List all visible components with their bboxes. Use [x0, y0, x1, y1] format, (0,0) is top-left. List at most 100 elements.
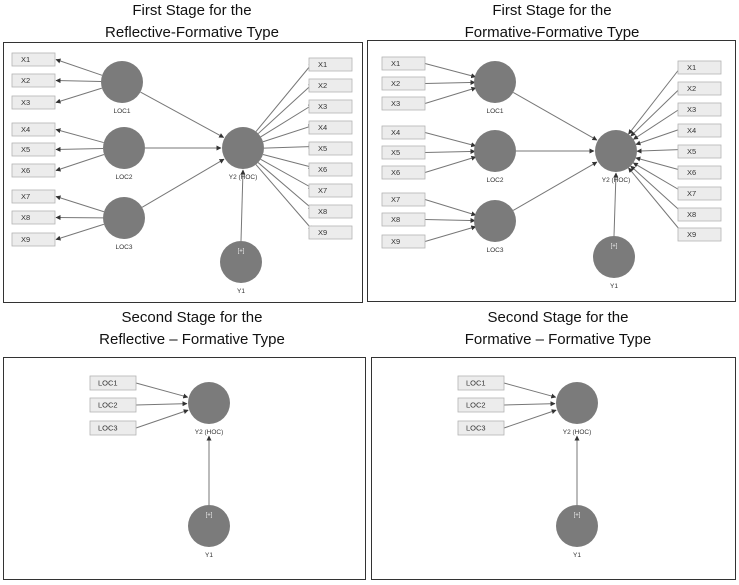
indicator-loc-x8: X8 [381, 212, 426, 227]
indicator-label: X7 [687, 189, 696, 198]
indicator-label: X8 [21, 213, 30, 222]
indicator-label: X7 [21, 192, 30, 201]
indicator-label: X1 [318, 60, 327, 69]
indicator-label: X6 [391, 168, 400, 177]
indicator-label: X6 [318, 165, 327, 174]
indicator-loc-x4: X4 [11, 122, 56, 137]
indicator-hoc-x4: X4 [677, 123, 722, 138]
indicator-box [89, 420, 137, 436]
title-line-1: First Stage for the [132, 2, 252, 19]
indicator-loc3: LOC3 [457, 420, 505, 436]
indicator-label: X4 [391, 128, 400, 137]
indicator-label: X3 [687, 105, 696, 114]
weight-x9 [424, 225, 477, 242]
indicator-loc-x7: X7 [11, 189, 56, 204]
path-y1-to-hoc [240, 169, 246, 242]
path-loc1-to-hoc [503, 382, 557, 399]
loading-hoc-x6 [262, 154, 314, 169]
loading-x1 [55, 58, 103, 76]
indicator-box [677, 227, 722, 242]
indicator-hoc-x7: X7 [308, 183, 353, 198]
construct-sign: [+] [574, 513, 581, 519]
path-loc1-to-hoc [135, 382, 189, 399]
path-loc2-to-hoc [135, 401, 188, 407]
indicator-box [381, 165, 426, 180]
indicator-label: X4 [318, 123, 327, 132]
indicator-box [457, 397, 505, 413]
indicator-loc-x5: X5 [381, 145, 426, 160]
indicator-loc-x9: X9 [381, 234, 426, 249]
construct-y1: Y1[+] [556, 505, 598, 559]
weight-x1 [424, 63, 477, 79]
construct-circle [595, 130, 637, 172]
indicator-box [89, 397, 137, 413]
indicator-loc-x5: X5 [11, 142, 56, 157]
loading-x2 [55, 78, 102, 84]
indicator-box [381, 96, 426, 111]
loading-hoc-x3 [260, 104, 314, 138]
indicator-box [457, 375, 505, 391]
indicator-box [308, 183, 353, 198]
indicator-label: X9 [318, 228, 327, 237]
construct-label: LOC2 [116, 174, 133, 181]
construct-label: LOC1 [114, 108, 131, 115]
diagram-first-stage-formative: X1X2X3X4X5X6X7X8X9X1X2X3X4X5X6X7X8X9LOC1… [381, 56, 722, 290]
indicator-loc2: LOC2 [457, 397, 505, 413]
title-line-1: Second Stage for the [121, 309, 263, 326]
indicator-label: X8 [687, 210, 696, 219]
indicator-hoc-x6: X6 [308, 162, 353, 177]
indicator-label: X3 [391, 99, 400, 108]
indicator-loc-x8: X8 [11, 210, 56, 225]
construct-circle [474, 130, 516, 172]
indicator-loc1: LOC1 [457, 375, 505, 391]
weight-hoc-x3 [633, 107, 683, 140]
construct-circle [222, 127, 264, 169]
indicator-box [677, 165, 722, 180]
construct-y2-hoc: Y2 (HOC) [556, 382, 598, 436]
construct-loc1: LOC1 [474, 61, 516, 115]
path-y1-to-hoc [613, 172, 619, 237]
construct-label: LOC1 [487, 108, 504, 115]
construct-circle [103, 127, 145, 169]
loading-hoc-x5 [263, 144, 314, 150]
indicator-label: X5 [318, 144, 327, 153]
loading-hoc-x2 [257, 83, 314, 134]
indicator-hoc-x3: X3 [308, 99, 353, 114]
construct-label: Y2 (HOC) [602, 177, 631, 184]
construct-label: Y1 [237, 288, 245, 295]
indicator-hoc-x1: X1 [308, 57, 353, 72]
indicator-box [308, 141, 353, 156]
indicator-box [11, 163, 56, 178]
indicator-box [308, 78, 353, 93]
indicator-loc-x3: X3 [11, 95, 56, 110]
construct-circle [593, 236, 635, 278]
indicator-loc-x3: X3 [381, 96, 426, 111]
path-loc1-to-hoc [140, 91, 225, 138]
construct-sign: [+] [206, 513, 213, 519]
diagram-first-stage-reflective: X1X2X3X4X5X6X7X8X9X1X2X3X4X5X6X7X8X9LOC1… [11, 52, 353, 295]
construct-circle [220, 241, 262, 283]
construct-circle [474, 61, 516, 103]
indicator-loc-x1: X1 [381, 56, 426, 71]
indicator-loc2: LOC2 [89, 397, 137, 413]
indicator-loc-x2: X2 [381, 76, 426, 91]
construct-label: LOC3 [487, 247, 504, 254]
loading-x6 [55, 154, 105, 172]
indicator-box [11, 142, 56, 157]
path-loc2-to-hoc [503, 401, 556, 407]
indicator-hoc-x5: X5 [308, 141, 353, 156]
indicator-label: X6 [21, 166, 30, 175]
indicator-hoc-x2: X2 [677, 81, 722, 96]
path-loc3-to-hoc [141, 158, 225, 208]
indicator-box [11, 232, 56, 247]
title-line-2: Formative-Formative Type [464, 24, 640, 41]
indicator-label: X9 [687, 230, 696, 239]
indicator-label: X2 [21, 76, 30, 85]
indicator-label: X8 [391, 215, 400, 224]
construct-label: Y1 [610, 283, 618, 290]
path-loc3-to-hoc [503, 409, 557, 429]
construct-circle [556, 505, 598, 547]
indicator-label: X7 [318, 186, 327, 195]
path-loc1-to-hoc [512, 91, 598, 141]
weight-hoc-x6 [635, 156, 683, 171]
